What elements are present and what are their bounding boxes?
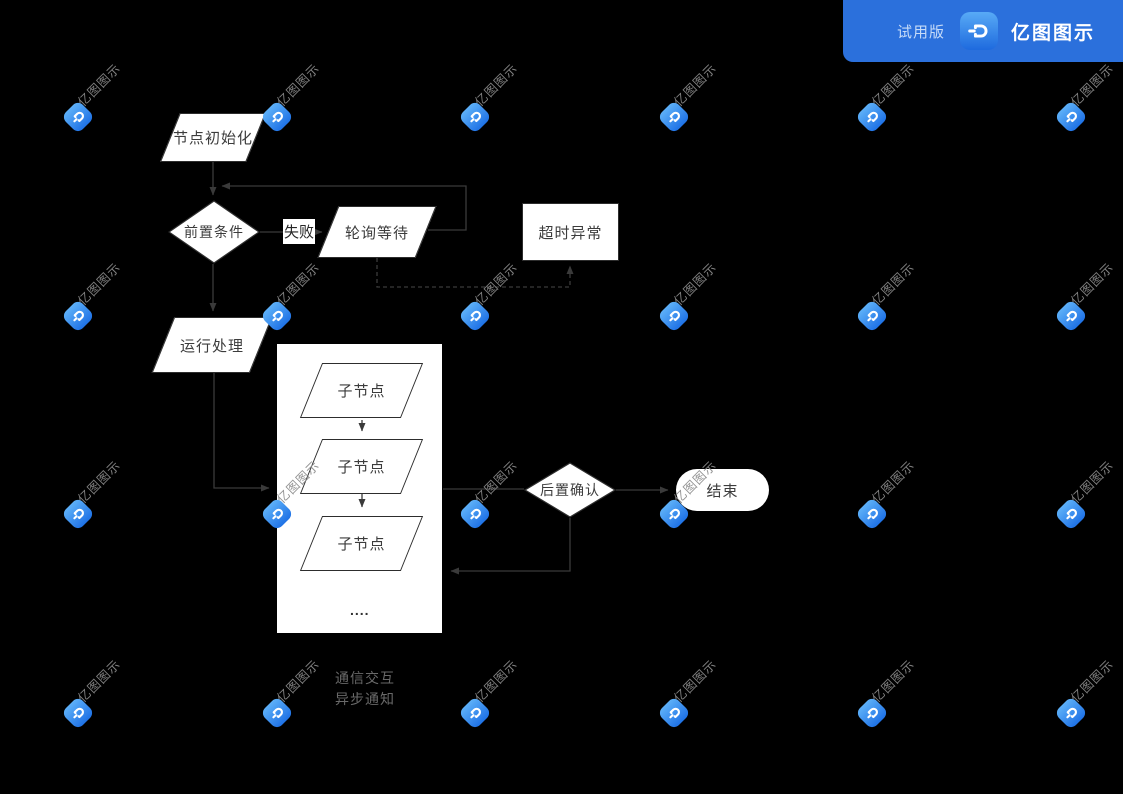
edraw-watermark-icon — [855, 696, 889, 730]
edraw-watermark-icon — [1054, 696, 1088, 730]
watermark-text: 亿图图示 — [75, 260, 124, 309]
watermark-text: 亿图图示 — [1068, 657, 1117, 706]
edraw-watermark-icon — [61, 696, 95, 730]
node-child-2-label: 子节点 — [337, 459, 386, 476]
edraw-watermark-icon — [458, 299, 492, 333]
watermark-text: 亿图图示 — [869, 657, 918, 706]
watermark-text: 亿图图示 — [75, 458, 124, 507]
watermark-text: 亿图图示 — [1068, 260, 1117, 309]
node-run-label: 运行处理 — [179, 337, 244, 355]
node-polling[interactable]: 轮询等待 — [317, 206, 437, 258]
edraw-watermark-icon — [61, 100, 95, 134]
edraw-watermark-icon — [657, 299, 691, 333]
node-end[interactable]: 结束 — [676, 469, 769, 511]
watermark-text: 亿图图示 — [75, 657, 124, 706]
edraw-watermark-icon — [657, 100, 691, 134]
edraw-watermark-icon — [855, 299, 889, 333]
edraw-watermark-icon — [61, 497, 95, 531]
watermark-text: 亿图图示 — [472, 61, 521, 110]
watermark-text: 亿图图示 — [1068, 458, 1117, 507]
node-run[interactable]: 运行处理 — [151, 317, 273, 373]
node-end-label: 结束 — [706, 482, 739, 500]
node-init-label: 节点初始化 — [172, 130, 253, 147]
edge-label-fail[interactable]: 失败 — [283, 219, 315, 244]
edraw-watermark-icon — [458, 497, 492, 531]
watermark-text: 亿图图示 — [1068, 61, 1117, 110]
watermark-text: 亿图图示 — [75, 61, 124, 110]
trial-label: 试用版 — [897, 23, 946, 41]
edraw-watermark-icon — [855, 497, 889, 531]
node-timeout-label: 超时异常 — [538, 224, 603, 242]
node-post-confirm-shape — [524, 462, 616, 518]
edge-postconfirm-loop-to-container — [450, 518, 571, 575]
watermark-text: 亿图图示 — [472, 458, 521, 507]
node-timeout[interactable]: 超时异常 — [522, 203, 619, 261]
edraw-watermark-icon — [855, 100, 889, 134]
node-child-2[interactable]: 子节点 — [299, 439, 424, 494]
ellipsis-label: .... — [350, 602, 370, 618]
watermark-text: 亿图图示 — [274, 260, 323, 309]
node-post-confirm[interactable]: 后置确认 — [524, 462, 616, 518]
node-precondition-label: 前置条件 — [184, 224, 244, 240]
watermark-text: 亿图图示 — [472, 657, 521, 706]
edraw-watermark-icon — [260, 696, 294, 730]
node-polling-label: 轮询等待 — [344, 224, 409, 242]
brand-title: 亿图图示 — [1011, 22, 1096, 44]
edraw-watermark-icon — [657, 696, 691, 730]
watermark-text: 亿图图示 — [671, 61, 720, 110]
watermark-text: 亿图图示 — [671, 260, 720, 309]
edraw-watermark-icon — [458, 696, 492, 730]
edraw-watermark-icon — [61, 299, 95, 333]
node-precondition[interactable]: 前置条件 — [168, 200, 260, 264]
node-child-3-label: 子节点 — [337, 536, 386, 553]
edraw-watermark-icon — [458, 100, 492, 134]
node-child-3[interactable]: 子节点 — [299, 516, 424, 571]
node-child-1-label: 子节点 — [337, 383, 386, 400]
watermark-text: 亿图图示 — [671, 657, 720, 706]
watermark-text: 亿图图示 — [869, 61, 918, 110]
node-child-1[interactable]: 子节点 — [299, 363, 424, 418]
legend-line-1: 通信交互 — [335, 670, 395, 686]
edge-label-fail-text: 失败 — [283, 224, 314, 241]
watermark-text: 亿图图示 — [472, 260, 521, 309]
edraw-watermark-icon — [1054, 497, 1088, 531]
edraw-watermark-icon — [1054, 100, 1088, 134]
edge-run-to-container — [213, 373, 270, 492]
edraw-logo-icon — [960, 12, 999, 50]
legend: 通信交互 异步通知 — [335, 668, 395, 710]
watermark-text: 亿图图示 — [274, 657, 323, 706]
watermark-text: 亿图图示 — [869, 260, 918, 309]
watermark-text: 亿图图示 — [869, 458, 918, 507]
edge-polling-to-timeout-dashed — [376, 258, 574, 288]
watermark-text: 亿图图示 — [274, 61, 323, 110]
edraw-watermark-icon — [1054, 299, 1088, 333]
legend-line-2: 异步通知 — [335, 691, 395, 707]
node-init[interactable]: 节点初始化 — [160, 113, 266, 162]
trial-badge[interactable]: 试用版 亿图图示 — [843, 0, 1123, 62]
node-post-confirm-label: 后置确认 — [540, 482, 600, 498]
